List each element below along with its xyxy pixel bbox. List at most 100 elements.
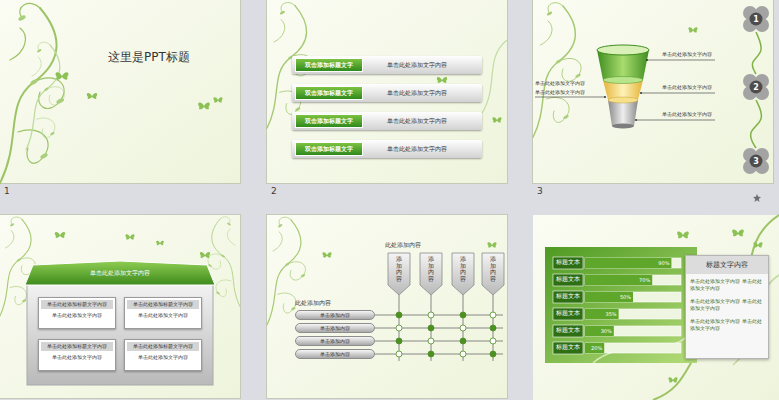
node-label: 添加内容 xyxy=(490,256,496,282)
bar-track xyxy=(585,326,681,336)
node-label: 双击添加标题文字 xyxy=(305,89,353,98)
chart-panel xyxy=(545,247,697,363)
node-label: 单击此处添加文字内容 xyxy=(387,117,447,124)
content-row: 单击此处添加文字内容双击添加标题文字 xyxy=(292,140,482,158)
vine xyxy=(216,280,231,297)
vine xyxy=(10,28,25,60)
box-title: 单击此处添加标题文字内容 xyxy=(41,342,113,351)
butterfly xyxy=(198,103,210,110)
bar-label-box xyxy=(553,291,583,303)
butterfly xyxy=(677,232,689,239)
bar-label-box xyxy=(553,308,583,320)
grid-dot xyxy=(428,338,434,344)
vine xyxy=(32,57,41,76)
percent-value: 30% xyxy=(601,329,612,334)
tag-outline xyxy=(420,253,442,295)
decoration xyxy=(608,100,638,126)
bar-label-box xyxy=(553,342,583,354)
grid-dot xyxy=(490,338,496,344)
vine xyxy=(37,118,55,138)
progress-bar: 标题文本70% xyxy=(553,274,681,286)
slide-thumbnail: 标题文本90%标题文本70%标题文本50%标题文本35%标题文本30%标题文本2… xyxy=(533,215,779,400)
grid-dot xyxy=(396,351,402,357)
bar-label: 标题文本 xyxy=(553,260,583,266)
content-box: 单击此处添加标题文字内容单击此处添加文字内容 xyxy=(38,297,116,329)
vine xyxy=(547,97,570,122)
bar-label: 标题文本 xyxy=(553,328,583,334)
slide-thumbnail: 3单击此处添加文字内容单击此处添加文字内容单击此处添加文字内容单击此处添加文字内… xyxy=(533,0,773,183)
box-body: 单击此处添加文字内容 xyxy=(41,354,113,361)
bar-fill xyxy=(585,343,604,353)
slide-ground xyxy=(533,0,773,183)
node-label: 双击添加标题文字 xyxy=(305,61,353,70)
percent-value: 70% xyxy=(639,278,650,283)
decoration xyxy=(375,354,503,355)
box-title: 标题文字内容 xyxy=(686,256,768,274)
bar-label: 标题文本 xyxy=(553,345,583,351)
leader-line xyxy=(647,60,715,61)
leaf xyxy=(227,222,231,226)
leaf xyxy=(50,131,55,135)
tag-outline xyxy=(482,253,504,295)
grid-dot xyxy=(460,312,466,318)
slide-thumbnail: 2单击此处添加文字内容双击添加标题文字单击此处添加文字内容双击添加标题文字单击此… xyxy=(267,0,507,183)
leaf xyxy=(40,152,49,159)
column-tag: 添加内容 xyxy=(482,253,504,295)
node-label: 单击添加内容 xyxy=(320,312,350,318)
bar-label-box xyxy=(553,274,583,286)
leaf xyxy=(221,254,225,258)
vine-ornament xyxy=(0,3,64,183)
slide-title: 这里是PPT标题 xyxy=(108,50,190,64)
text-panel: 标题文字内容单击此处添加文字内容 单击此处添加文字内容单击此处添加文字内容 单击… xyxy=(685,255,769,359)
box-body: 单击此处添加文字内容 单击此处添加文字内容 xyxy=(686,298,768,312)
row-pill: 单击添加内容 xyxy=(295,323,375,333)
leaf xyxy=(216,291,220,295)
leaf xyxy=(300,273,305,277)
slide-ground xyxy=(533,215,779,400)
vine-stem xyxy=(752,32,761,74)
butterfly xyxy=(487,242,496,247)
leader-dot xyxy=(640,92,642,94)
decoration xyxy=(477,40,507,120)
butterfly xyxy=(56,72,69,79)
leaf xyxy=(291,306,296,310)
node-label: 3 xyxy=(753,157,759,166)
grid xyxy=(375,295,503,361)
percent-value: 50% xyxy=(620,295,631,300)
slide-icon xyxy=(753,194,761,202)
vine xyxy=(533,6,575,137)
vine xyxy=(274,20,285,42)
bar-label: 标题文本 xyxy=(553,294,583,300)
bar-fill xyxy=(585,275,652,285)
grid-dot xyxy=(460,351,466,357)
vine xyxy=(287,262,305,280)
butterfly xyxy=(322,252,331,257)
butterfly xyxy=(437,77,447,83)
vine xyxy=(0,8,57,183)
vine xyxy=(278,293,296,313)
box-title: 单击此处添加标题文字内容 xyxy=(41,300,113,309)
node-label: 添加内容 xyxy=(396,256,402,282)
title-tab: 双击添加标题文字 xyxy=(295,142,363,156)
progress-bar: 标题文本35% xyxy=(553,308,681,320)
slide-thumbnail: 1这里是PPT标题 xyxy=(0,0,240,183)
grid-dot xyxy=(428,312,434,318)
butterfly xyxy=(156,241,164,245)
house-body xyxy=(27,281,213,385)
leaf xyxy=(575,73,582,79)
leaf xyxy=(22,299,27,303)
callout-text: 单击此处添加文字内容 xyxy=(535,80,585,86)
slide-ground xyxy=(0,0,240,183)
clover-center xyxy=(750,155,763,168)
slide-thumbnail: 单击此处添加文字内容单击此处添加标题文字内容单击此处添加文字内容单击此处添加标题… xyxy=(0,215,240,398)
box-body: 单击此处添加文字内容 xyxy=(127,354,199,361)
decoration xyxy=(612,124,634,129)
house-roof xyxy=(25,261,215,285)
row-pill: 单击添加内容 xyxy=(295,310,375,320)
slide-art xyxy=(0,0,240,183)
leaf xyxy=(30,78,39,85)
grid-dot xyxy=(396,338,402,344)
butterfly xyxy=(87,93,97,99)
box-body: 单击此处添加文字内容 单击此处添加文字内容 xyxy=(686,278,768,292)
box-title: 单击此处添加标题文字内容 xyxy=(127,300,199,309)
